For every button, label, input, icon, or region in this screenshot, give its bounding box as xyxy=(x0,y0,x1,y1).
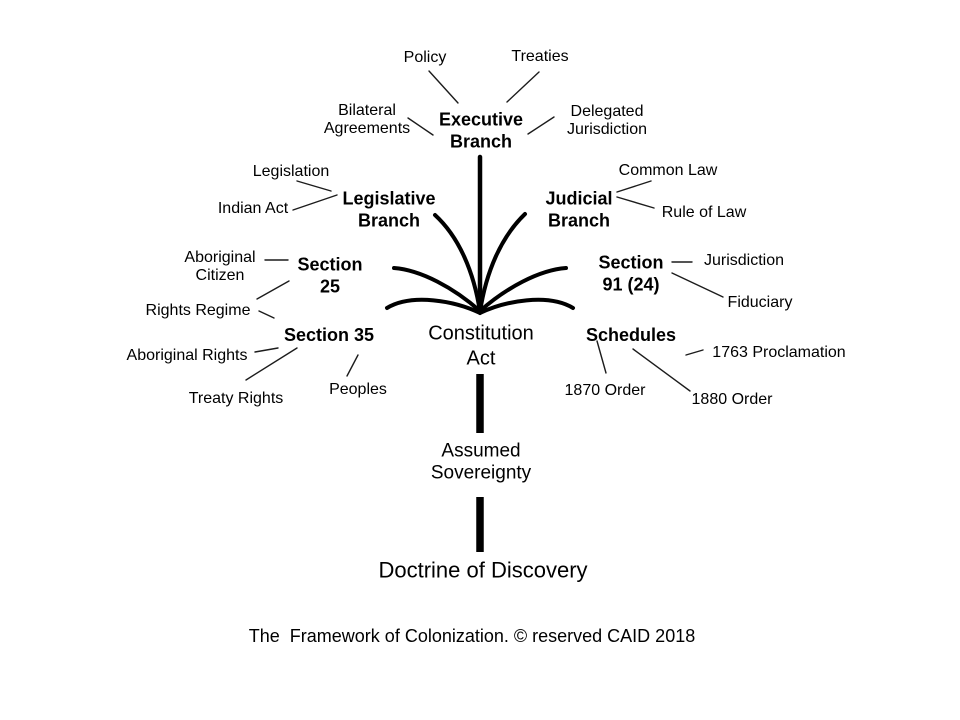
node-constitution-act: Constitution Act xyxy=(428,322,534,370)
edge-1870-schedules xyxy=(596,340,607,374)
node-jurisdiction: Jurisdiction xyxy=(703,252,785,270)
node-section-35: Section 35 xyxy=(283,324,375,345)
branch-to-section35 xyxy=(385,297,482,315)
edge-ruleoflaw-judicial xyxy=(616,196,655,209)
edge-aboriginalrights-section35 xyxy=(254,347,279,353)
node-policy: Policy xyxy=(403,49,447,67)
node-schedules: Schedules xyxy=(585,324,677,345)
node-1870-order: 1870 Order xyxy=(564,382,646,400)
node-legislative-branch: Legislative Branch xyxy=(342,188,436,231)
edge-fiduciary-section91 xyxy=(671,272,724,298)
edge-commonlaw-judicial xyxy=(616,180,652,193)
node-executive-branch: Executive Branch xyxy=(438,109,524,152)
node-rights-regime: Rights Regime xyxy=(145,302,251,320)
edge-peoples-section35 xyxy=(346,354,359,377)
edge-indianact-legislative xyxy=(292,194,338,211)
node-indian-act: Indian Act xyxy=(217,200,289,218)
edge-rightsregime-section25 xyxy=(256,280,290,300)
node-doctrine-of-discovery: Doctrine of Discovery xyxy=(378,557,588,583)
node-aboriginal-citizen: Aboriginal Citizen xyxy=(184,249,256,284)
node-1880-order: 1880 Order xyxy=(691,391,773,409)
node-judicial-branch: Judicial Branch xyxy=(545,188,613,231)
edge-treatyrights-section35 xyxy=(245,347,298,381)
branch-to-judicial xyxy=(478,212,527,314)
branch-to-legislative xyxy=(433,213,482,314)
node-treaty-rights: Treaty Rights xyxy=(188,390,284,408)
edge-rightsregime-section35 xyxy=(258,310,275,319)
branch-to-section91 xyxy=(478,266,568,313)
node-bilateral-agreements: Bilateral Agreements xyxy=(323,102,411,137)
node-aboriginal-rights: Aboriginal Rights xyxy=(126,347,248,365)
node-section-91-24: Section 91 (24) xyxy=(598,252,664,295)
node-section-25: Section 25 xyxy=(297,254,363,297)
node-fiduciary: Fiduciary xyxy=(727,294,793,312)
edge-delegated-executive xyxy=(527,116,555,135)
edge-1763-schedules xyxy=(685,349,704,356)
node-1763-proclamation: 1763 Proclamation xyxy=(712,344,846,362)
branch-to-section25 xyxy=(392,266,482,313)
node-treaties: Treaties xyxy=(511,48,569,66)
edge-policy-executive xyxy=(428,70,459,104)
edge-bilateral-executive xyxy=(407,117,434,136)
edge-1880-schedules xyxy=(632,348,691,392)
edge-treaties-executive xyxy=(506,71,540,103)
node-assumed-sovereignty: Assumed Sovereignty xyxy=(430,440,532,484)
node-legislation: Legislation xyxy=(252,163,330,181)
diagram-caption: The Framework of Colonization. © reserve… xyxy=(248,625,696,646)
node-peoples: Peoples xyxy=(329,381,387,399)
node-rule-of-law: Rule of Law xyxy=(661,204,747,222)
branch-to-schedules xyxy=(478,297,575,315)
node-delegated-jurisdiction: Delegated Jurisdiction xyxy=(566,103,648,138)
edge-legislation-legislative xyxy=(296,180,332,192)
node-common-law: Common Law xyxy=(618,162,718,180)
